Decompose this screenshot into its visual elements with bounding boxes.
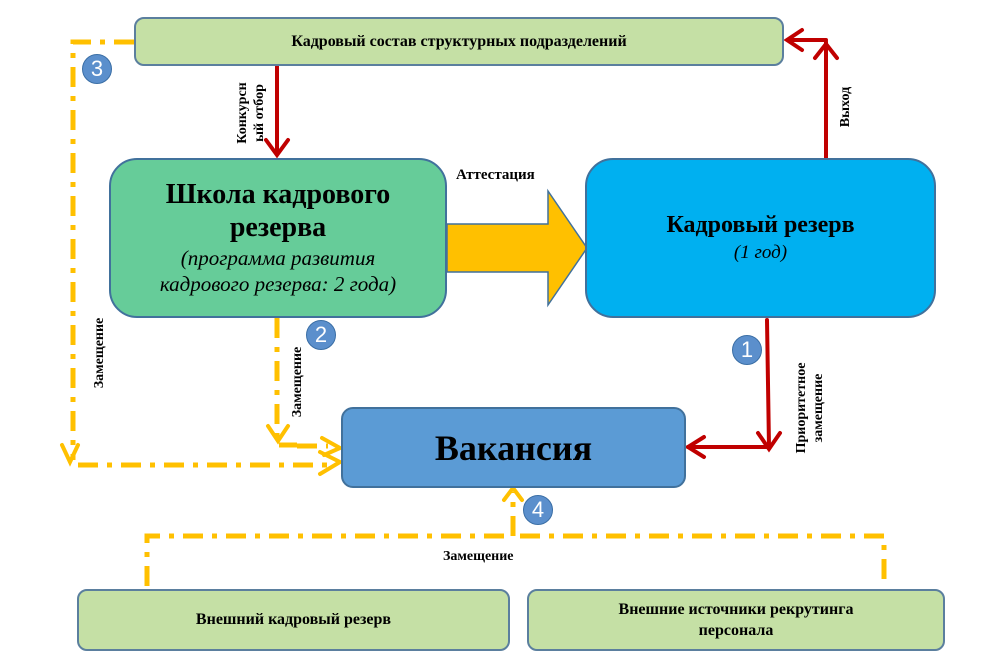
- personnel-reserve-box: Кадровый резерв (1 год): [585, 158, 936, 318]
- vacancy-box: Вакансия: [341, 407, 686, 488]
- replacement-bottom-label: Замещение: [443, 549, 514, 564]
- priority-replacement-arrow: [684, 318, 782, 459]
- reserve-school-box: Школа кадрового резерва (программа разви…: [109, 158, 447, 318]
- replacement-path-2: [274, 318, 328, 449]
- reserve-school-subtitle-2: кадрового резерва: 2 года): [159, 272, 397, 296]
- external-reserve-label: Внешний кадровый резерв: [195, 611, 392, 628]
- reserve-school-subtitle-1: (программа развития: [180, 246, 376, 270]
- replacement-school-label: Замещение: [290, 346, 305, 418]
- step-badge-3: 3: [82, 54, 112, 84]
- vacancy-label: Вакансия: [434, 427, 593, 468]
- competitive-selection-line-1: Конкурсн: [235, 82, 250, 144]
- priority-replacement-line-1: Приоритетное: [794, 362, 809, 454]
- replacement-path-4-heads: [502, 484, 524, 502]
- replacement-path-2-heads: [266, 424, 345, 457]
- external-sources-line-2: персонала: [698, 622, 774, 639]
- personnel-reserve-title: Кадровый резерв: [666, 212, 855, 238]
- external-sources-line-1: Внешние источники рекрутинга: [618, 601, 854, 618]
- step-badge-4: 4: [523, 495, 553, 525]
- personnel-reserve-subtitle: (1 год): [733, 242, 788, 263]
- replacement-path-4: [144, 492, 887, 586]
- competitive-selection-arrow: [264, 64, 290, 159]
- reserve-school-title-2: резерва: [229, 212, 327, 243]
- external-reserve-box: Внешний кадровый резерв: [77, 589, 510, 651]
- structural-units-staff-box: Кадровый состав структурных подразделени…: [134, 17, 784, 66]
- replacement-path-3-heads: [60, 443, 345, 476]
- attestation-arrow: [446, 188, 588, 308]
- external-sources-box: Внешние источники рекрутинга персонала: [527, 589, 945, 651]
- priority-replacement-line-2: замещение: [811, 373, 826, 443]
- structural-units-staff-label: Кадровый состав структурных подразделени…: [291, 32, 627, 50]
- competitive-selection-label: Конкурсн ый отбор: [234, 73, 270, 153]
- step-badge-2: 2: [306, 320, 336, 350]
- replacement-left-label: Замещение: [92, 317, 107, 389]
- step-badge-1: 1: [732, 335, 762, 365]
- reserve-school-title-1: Школа кадрового: [165, 179, 391, 210]
- attestation-label: Аттестация: [456, 167, 535, 183]
- competitive-selection-line-2: ый отбор: [252, 84, 267, 142]
- exit-arrow: [783, 28, 839, 160]
- priority-replacement-label: Приоритетное замещение: [793, 343, 829, 473]
- replacement-path-3: [70, 39, 330, 468]
- exit-label: Выход: [838, 86, 853, 128]
